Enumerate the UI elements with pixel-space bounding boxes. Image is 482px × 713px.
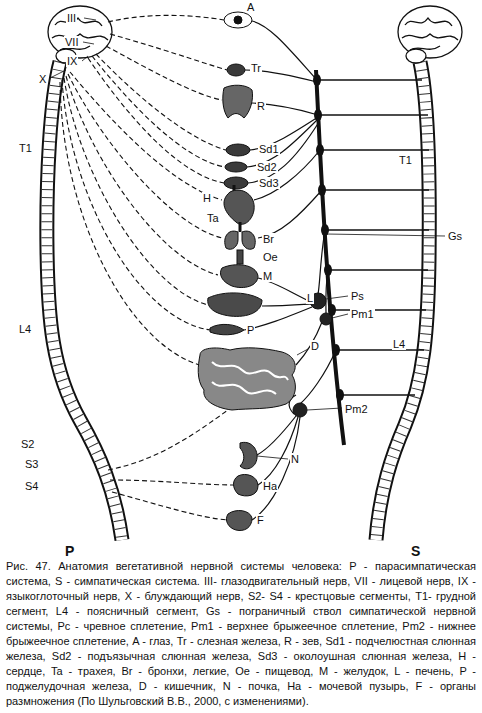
- callout-label: Ha: [262, 480, 278, 492]
- callout-label: VII: [64, 36, 79, 48]
- parasympathetic-fibre: [60, 15, 236, 520]
- callout-label: Br: [262, 233, 275, 245]
- callout-label: M: [262, 270, 273, 282]
- callout-label: R: [256, 100, 266, 112]
- callout-label: S4: [24, 480, 39, 492]
- callout-label: D: [310, 340, 320, 352]
- callout-label: Tr: [250, 62, 262, 74]
- callout-label: Pm1: [350, 308, 375, 320]
- callout-label: S2: [20, 438, 35, 450]
- callout-label: Oe: [262, 251, 279, 263]
- callout-label: L: [306, 292, 314, 304]
- callout-label: Sd3: [258, 177, 280, 189]
- callout-label: T1: [398, 154, 413, 166]
- sympathetic-trunk: [313, 70, 429, 445]
- callout-label: Ps: [350, 290, 365, 302]
- spinal-cord: [47, 62, 429, 540]
- callout-label: P: [64, 544, 75, 559]
- organ: [198, 12, 295, 531]
- callout-label: N: [290, 453, 300, 465]
- leader-line: [50, 18, 445, 459]
- callout-label: Pm2: [344, 403, 369, 415]
- callout-label: III: [66, 12, 77, 24]
- callout-label: S: [410, 544, 421, 559]
- callout-label: L4: [392, 338, 406, 350]
- callout-label: Ta: [206, 212, 220, 224]
- callout-label: Gs: [447, 230, 463, 242]
- callout-label: IX: [66, 55, 78, 67]
- figure-caption: Рис. 47. Анатомия вегетативной нервной с…: [6, 559, 476, 709]
- callout-label: F: [256, 514, 265, 526]
- callout-label: A: [246, 1, 255, 13]
- callout-label: P: [246, 324, 255, 336]
- callout-label: H: [202, 192, 212, 204]
- callout-label: X: [38, 73, 47, 85]
- plexus-ganglion: [293, 293, 332, 417]
- callout-label: T1: [18, 142, 33, 154]
- sympathetic-fibre: [244, 21, 336, 520]
- callout-label: S3: [24, 458, 39, 470]
- callout-label: L4: [18, 323, 32, 335]
- callout-label: Sd1: [258, 143, 280, 155]
- callout-label: Sd2: [256, 161, 278, 173]
